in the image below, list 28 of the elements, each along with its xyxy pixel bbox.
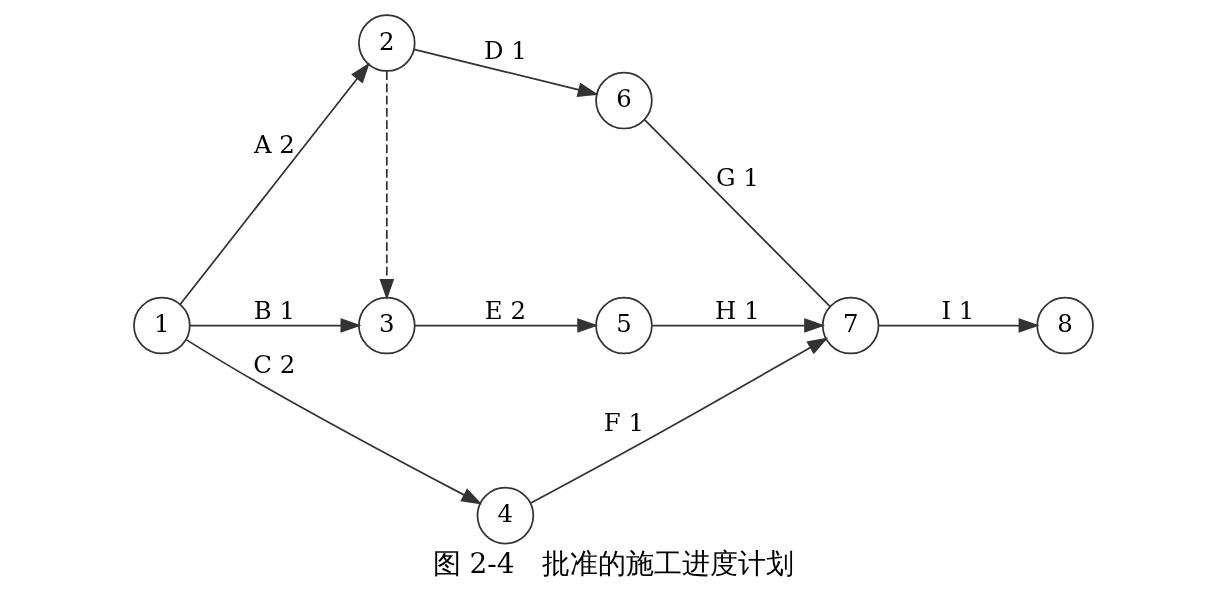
arrow <box>651 318 826 333</box>
node-circle: 2 <box>358 14 416 72</box>
edge-label: D 1 <box>483 36 527 66</box>
arrow <box>379 70 395 301</box>
node-circle: 3 <box>358 296 416 355</box>
edge-label: G 1 <box>715 163 759 193</box>
connector <box>643 118 831 308</box>
edge-label: I 1 <box>941 295 975 325</box>
caption: 图 2-4 批准的施工进度计划 <box>432 546 795 580</box>
arrow <box>529 337 829 504</box>
node-circle: 1 <box>133 296 191 355</box>
edge-label: A 2 <box>253 130 295 160</box>
edge-label: F 1 <box>603 407 645 437</box>
node-circle: 8 <box>1036 296 1094 355</box>
edge-label: B 1 <box>253 295 295 325</box>
edge-label: E 2 <box>484 295 526 325</box>
arrow <box>179 62 370 306</box>
node-circle: 5 <box>595 296 653 355</box>
node-circle: 4 <box>476 486 535 545</box>
node-circle: 6 <box>595 71 653 130</box>
arrow <box>413 48 599 97</box>
arrow <box>414 318 599 333</box>
arrow <box>185 338 483 505</box>
edge-label: C 2 <box>253 349 296 379</box>
arrow <box>189 318 362 333</box>
arrow <box>878 318 1040 333</box>
node-circle: 7 <box>821 296 880 355</box>
edge-label: H 1 <box>715 295 760 325</box>
